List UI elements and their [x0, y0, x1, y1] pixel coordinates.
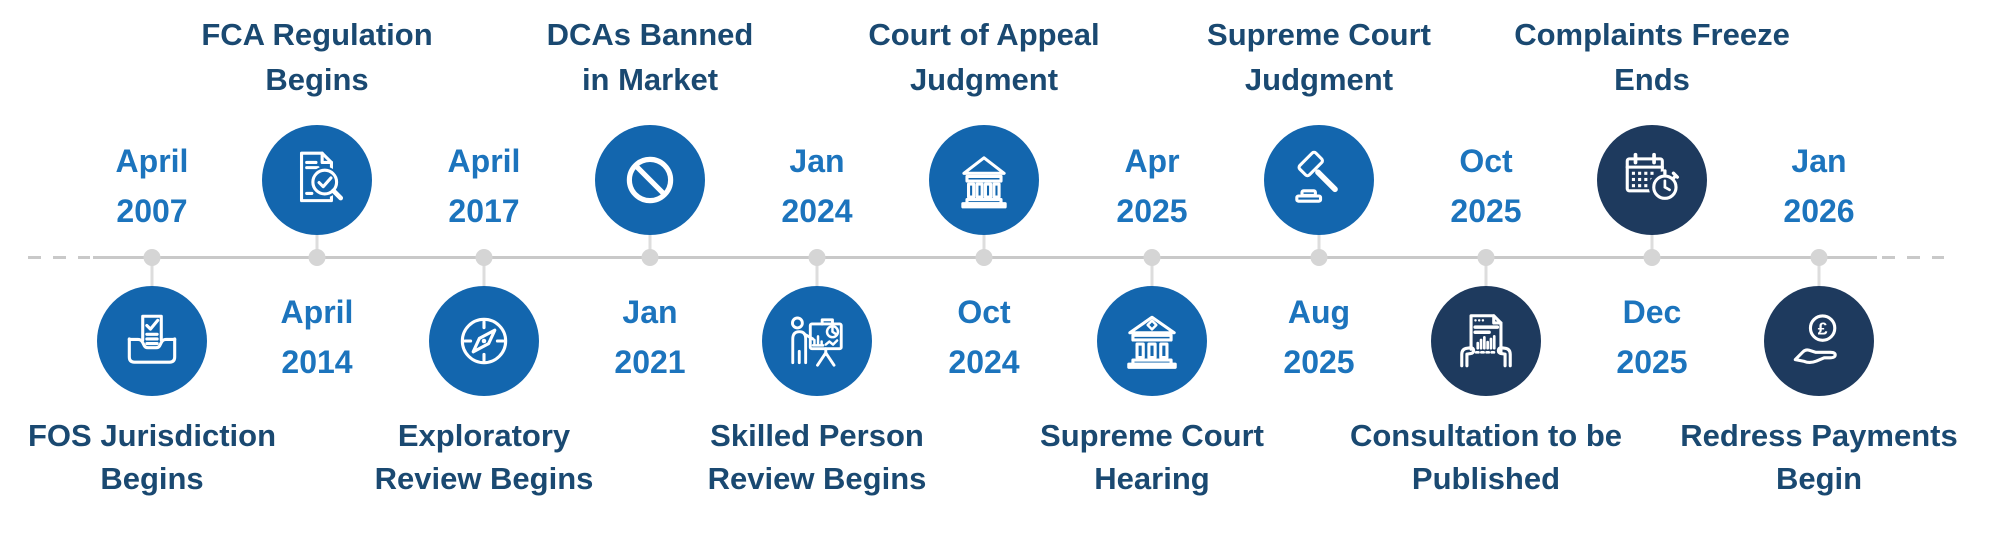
courthouse-columns-icon — [1127, 315, 1177, 369]
event-title: DCAs Banned in Market — [546, 17, 754, 97]
event-label: Skilled Person Review Begins — [707, 418, 927, 496]
timeline-node-dot — [975, 249, 993, 266]
timeline-node-dot — [308, 249, 326, 266]
event-date: Apr 2025 — [1116, 143, 1188, 229]
event-icon-circle: £ — [1764, 286, 1874, 396]
event-title: Supreme Court Judgment — [1207, 17, 1431, 97]
timeline-node-dot — [808, 249, 826, 266]
timeline-node-dot — [1143, 249, 1161, 266]
connector-line — [482, 259, 486, 289]
courthouse-icon — [961, 156, 1007, 209]
timeline-node-dot — [641, 249, 659, 266]
timeline-node-dot — [143, 249, 161, 266]
compass-icon — [460, 317, 508, 365]
connector-line — [1817, 259, 1821, 289]
event-label: Redress Payments Begin — [1680, 418, 1958, 496]
event-title: Court of Appeal Judgment — [868, 17, 1100, 97]
event-title: Complaints Freeze Ends — [1514, 17, 1790, 97]
event-icon-circle — [97, 286, 207, 396]
event-icon-circle — [1431, 286, 1541, 396]
connector-line — [1150, 259, 1154, 289]
event-date: Aug 2025 — [1283, 294, 1355, 380]
connector-line — [648, 231, 652, 255]
timeline-dash-right — [1882, 256, 1944, 259]
event-label: Exploratory Review Begins — [374, 418, 594, 496]
event-label: Consultation to be Published — [1349, 418, 1623, 496]
event-title: FCA Regulation Begins — [201, 17, 433, 97]
connector-line — [315, 231, 319, 255]
event-icon-circle — [762, 286, 872, 396]
event-icon-circle — [595, 125, 705, 235]
event-date: Dec 2025 — [1616, 294, 1688, 380]
connector-line — [815, 259, 819, 289]
document-review-icon — [299, 151, 344, 203]
timeline-dash-left — [28, 256, 90, 259]
svg-text:£: £ — [1818, 318, 1828, 338]
event-icon-circle — [262, 125, 372, 235]
event-label: FOS Jurisdiction Begins — [27, 418, 277, 496]
event-date: Jan 2024 — [781, 143, 853, 229]
connector-line — [1317, 231, 1321, 255]
event-icon-circle — [1264, 125, 1374, 235]
calendar-stopwatch-icon — [1625, 152, 1681, 204]
presentation-icon — [791, 316, 843, 367]
timeline-node-dot — [1310, 249, 1328, 266]
inbox-document-icon — [127, 314, 177, 364]
event-date: Jan 2026 — [1783, 143, 1855, 229]
gavel-icon — [1295, 150, 1338, 203]
event-date: April 2014 — [280, 294, 354, 380]
event-label: Supreme Court Hearing — [1040, 418, 1264, 496]
event-icon-circle — [1597, 125, 1707, 235]
connector-line — [150, 259, 154, 289]
event-date: Oct 2024 — [948, 294, 1020, 380]
ban-icon — [626, 156, 674, 204]
event-icon-circle — [1097, 286, 1207, 396]
connector-line — [1650, 231, 1654, 255]
report-hands-icon — [1460, 314, 1512, 368]
event-date: April 2017 — [447, 143, 521, 229]
timeline-node-dot — [1643, 249, 1661, 266]
timeline-node-dot — [1810, 249, 1828, 266]
event-date: Oct 2025 — [1450, 143, 1522, 229]
pound-hand-icon: £ — [1793, 314, 1837, 365]
timeline-node-dot — [475, 249, 493, 266]
timeline-node-dot — [1477, 249, 1495, 266]
event-icon-circle — [429, 286, 539, 396]
event-icon-circle — [929, 125, 1039, 235]
event-date: April 2007 — [115, 143, 189, 229]
connector-line — [1484, 259, 1488, 289]
event-date: Jan 2021 — [614, 294, 686, 380]
connector-line — [982, 231, 986, 255]
